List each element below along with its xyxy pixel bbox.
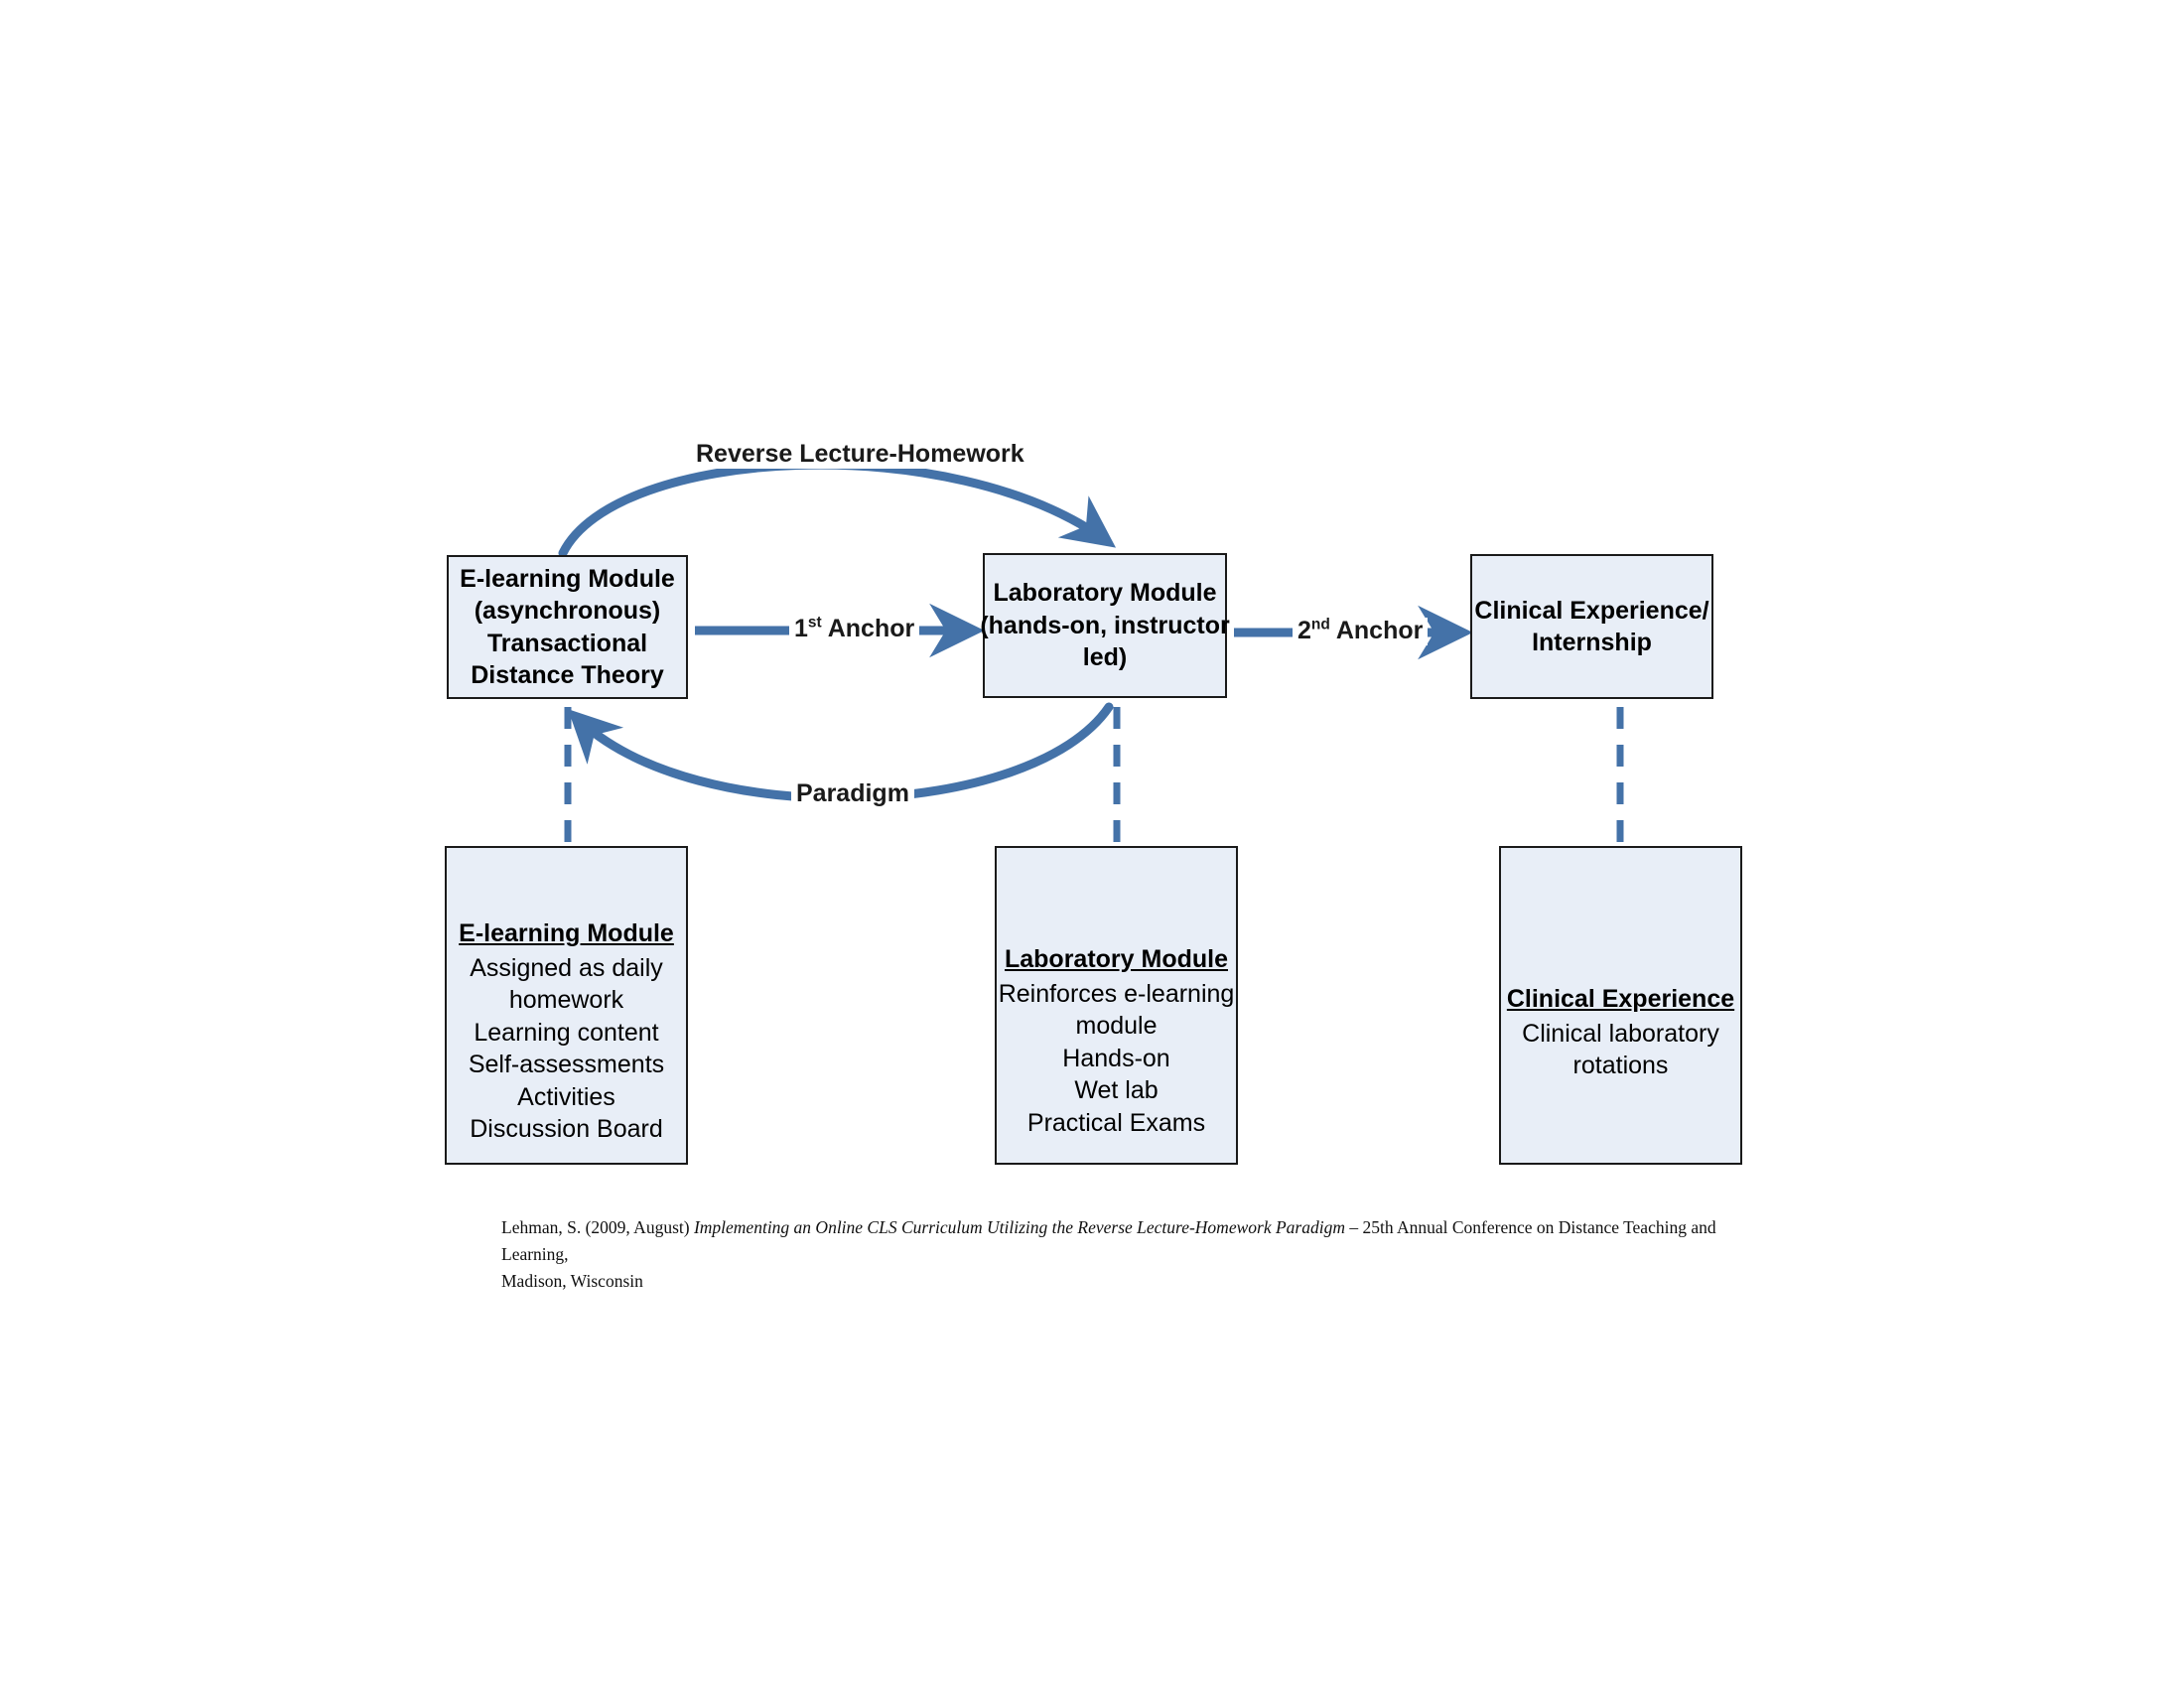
citation-author-year: Lehman, S. (2009, August) xyxy=(501,1217,694,1237)
list-item: Activities xyxy=(517,1082,615,1111)
list-item: Discussion Board xyxy=(470,1115,663,1143)
node-clinical-experience[interactable]: Clinical Experience/ Internship xyxy=(1470,554,1713,699)
laboratory-module-line1: Laboratory Module xyxy=(993,579,1217,608)
arrow-reverse-lecture-homework xyxy=(558,460,1117,558)
laboratory-detail-content: Laboratory Module Reinforces e-learning … xyxy=(997,943,1236,1139)
list-item: Wet lab xyxy=(1074,1076,1159,1104)
node-laboratory-module[interactable]: Laboratory Module (hands-on, instructor … xyxy=(980,553,1230,698)
node-laboratory-detail[interactable]: Laboratory Module Reinforces e-learning … xyxy=(995,846,1238,1165)
e-learning-detail-title: E-learning Module xyxy=(459,919,674,947)
e-learning-module-line1: E-learning Module xyxy=(460,564,675,593)
first-anchor-word: Anchor xyxy=(821,615,915,642)
node-e-learning-module[interactable]: E-learning Module (asynchronous) Transac… xyxy=(447,555,688,699)
list-item: module xyxy=(1075,1012,1158,1040)
edge-label-second-anchor: 2nd Anchor xyxy=(1293,616,1429,645)
citation-work-title: Implementing an Online CLS Curriculum Ut… xyxy=(693,1217,1345,1237)
e-learning-module-line3: Transactional xyxy=(486,629,648,657)
citation-conference: – 25th Annual Conference on Distance Tea… xyxy=(501,1217,1716,1265)
list-item: Assigned as daily xyxy=(470,953,663,982)
edge-label-paradigm: Paradigm xyxy=(791,779,914,808)
list-item: rotations xyxy=(1572,1052,1669,1079)
clinical-detail-content: Clinical Experience Clinical laboratory … xyxy=(1501,983,1740,1082)
laboratory-module-line3: led) xyxy=(1082,643,1128,672)
node-e-learning-detail[interactable]: E-learning Module Assigned as daily home… xyxy=(445,846,688,1165)
second-anchor-word: Anchor xyxy=(1329,617,1424,644)
citation: Lehman, S. (2009, August) Implementing a… xyxy=(501,1214,1752,1295)
list-item: Reinforces e-learning xyxy=(998,979,1235,1008)
first-anchor-number: 1 xyxy=(794,615,808,642)
list-item: Learning content xyxy=(474,1018,659,1047)
node-clinical-detail[interactable]: Clinical Experience Clinical laboratory … xyxy=(1499,846,1742,1165)
list-item: Practical Exams xyxy=(1026,1108,1206,1137)
laboratory-detail-title: Laboratory Module xyxy=(1004,945,1228,973)
clinical-detail-title: Clinical Experience xyxy=(1506,985,1735,1013)
second-anchor-ordinal: nd xyxy=(1310,616,1330,633)
e-learning-module-line4: Distance Theory xyxy=(471,661,664,689)
edge-label-first-anchor: 1st Anchor xyxy=(789,614,920,643)
first-anchor-ordinal: st xyxy=(807,614,822,632)
citation-location: Madison, Wisconsin xyxy=(501,1271,643,1292)
clinical-experience-line2: Internship xyxy=(1532,629,1652,656)
clinical-experience-line1: Clinical Experience/ xyxy=(1474,596,1709,625)
edge-label-reverse-lecture-homework: Reverse Lecture-Homework xyxy=(691,440,1029,469)
list-item: Self-assessments xyxy=(468,1051,665,1078)
e-learning-detail-content: E-learning Module Assigned as daily home… xyxy=(447,917,686,1146)
laboratory-module-line2: (hands-on, instructor xyxy=(980,611,1230,639)
second-anchor-number: 2 xyxy=(1297,617,1311,644)
list-item: Clinical laboratory xyxy=(1522,1019,1719,1048)
list-item: homework xyxy=(508,986,624,1014)
e-learning-module-line2: (asynchronous) xyxy=(474,597,661,625)
list-item: Hands-on xyxy=(1062,1044,1170,1072)
